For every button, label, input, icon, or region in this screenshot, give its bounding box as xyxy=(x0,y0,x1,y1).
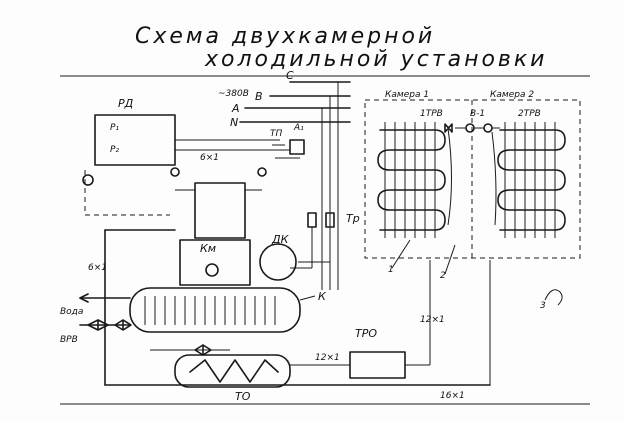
gauge-icon-right xyxy=(257,167,267,177)
condenser xyxy=(129,287,301,333)
label-chamber-2: Камера 2 xyxy=(490,90,534,100)
trv-2-icon xyxy=(483,123,493,133)
label-rd-p1: Р₁ xyxy=(110,123,119,133)
label-pipe-6x1-left: 6×1 xyxy=(88,263,107,273)
liquid-valve-icon xyxy=(194,344,212,356)
label-phase-b: В xyxy=(255,90,263,103)
label-num-3: 3 xyxy=(540,301,546,311)
label-phase-a: А xyxy=(231,102,240,115)
heat-exchanger xyxy=(174,354,291,388)
label-tro: ТРО xyxy=(355,327,377,340)
label-km: Км xyxy=(200,242,216,255)
heat-exchanger-coil xyxy=(189,359,279,383)
label-rd-p2: Р₂ xyxy=(110,145,119,155)
label-dk: ДК xyxy=(271,233,290,246)
title-line-1: Схема двухкамерной xyxy=(135,24,435,49)
label-k: К xyxy=(318,290,327,303)
label-pipe-12x1-b: 12×1 xyxy=(420,315,445,325)
label-ai: А₁ xyxy=(293,123,304,133)
label-num-1: 1 xyxy=(388,265,394,275)
label-rd: РД xyxy=(118,97,134,110)
label-chamber-1: Камера 1 xyxy=(385,90,429,100)
title-line-2: холодильной установки xyxy=(204,47,547,72)
label-vrv: ВРВ xyxy=(60,335,78,345)
condenser-tubes xyxy=(144,296,276,325)
label-tv1: 1ТРВ xyxy=(420,109,443,119)
gauge-icon-mid xyxy=(170,167,180,177)
chambers-frame xyxy=(364,99,581,259)
label-tv2: 2ТРВ xyxy=(518,109,541,119)
compressor-head xyxy=(194,182,246,239)
water-valve-icon xyxy=(87,319,109,331)
label-sv: В-1 xyxy=(470,109,485,119)
contactor-box xyxy=(289,139,305,155)
gauge-icon-left xyxy=(82,174,94,186)
compressor-sightglass-icon xyxy=(205,263,219,277)
label-to: ТО xyxy=(235,390,251,403)
bulb-hook xyxy=(544,289,563,306)
label-power: ~380В xyxy=(218,89,249,99)
label-num-2: 2 xyxy=(440,271,446,281)
trv-1-icon xyxy=(444,123,453,133)
label-pipe-16x1: 16×1 xyxy=(440,391,465,401)
label-tr: Тр xyxy=(346,212,360,225)
fuse-1 xyxy=(307,212,317,228)
label-pipe-6x1: 6×1 xyxy=(200,153,219,163)
label-pipe-12x1: 12×1 xyxy=(315,353,340,363)
label-neutral: N xyxy=(230,116,238,129)
label-phase-c: С xyxy=(286,69,294,82)
motor-dk xyxy=(259,243,297,281)
filter-dryer xyxy=(349,351,406,379)
regulating-valve-icon xyxy=(114,319,132,331)
rd-relay-box xyxy=(94,114,176,166)
evaporator-2 xyxy=(497,129,566,231)
compressor-body xyxy=(179,239,251,286)
solenoid-valve-icon xyxy=(465,123,475,133)
power-lines xyxy=(239,81,351,290)
label-water: Вода xyxy=(60,307,83,317)
evaporator-1 xyxy=(377,129,446,231)
label-tp: ТП xyxy=(270,129,282,139)
control-line-dashed xyxy=(84,170,170,216)
